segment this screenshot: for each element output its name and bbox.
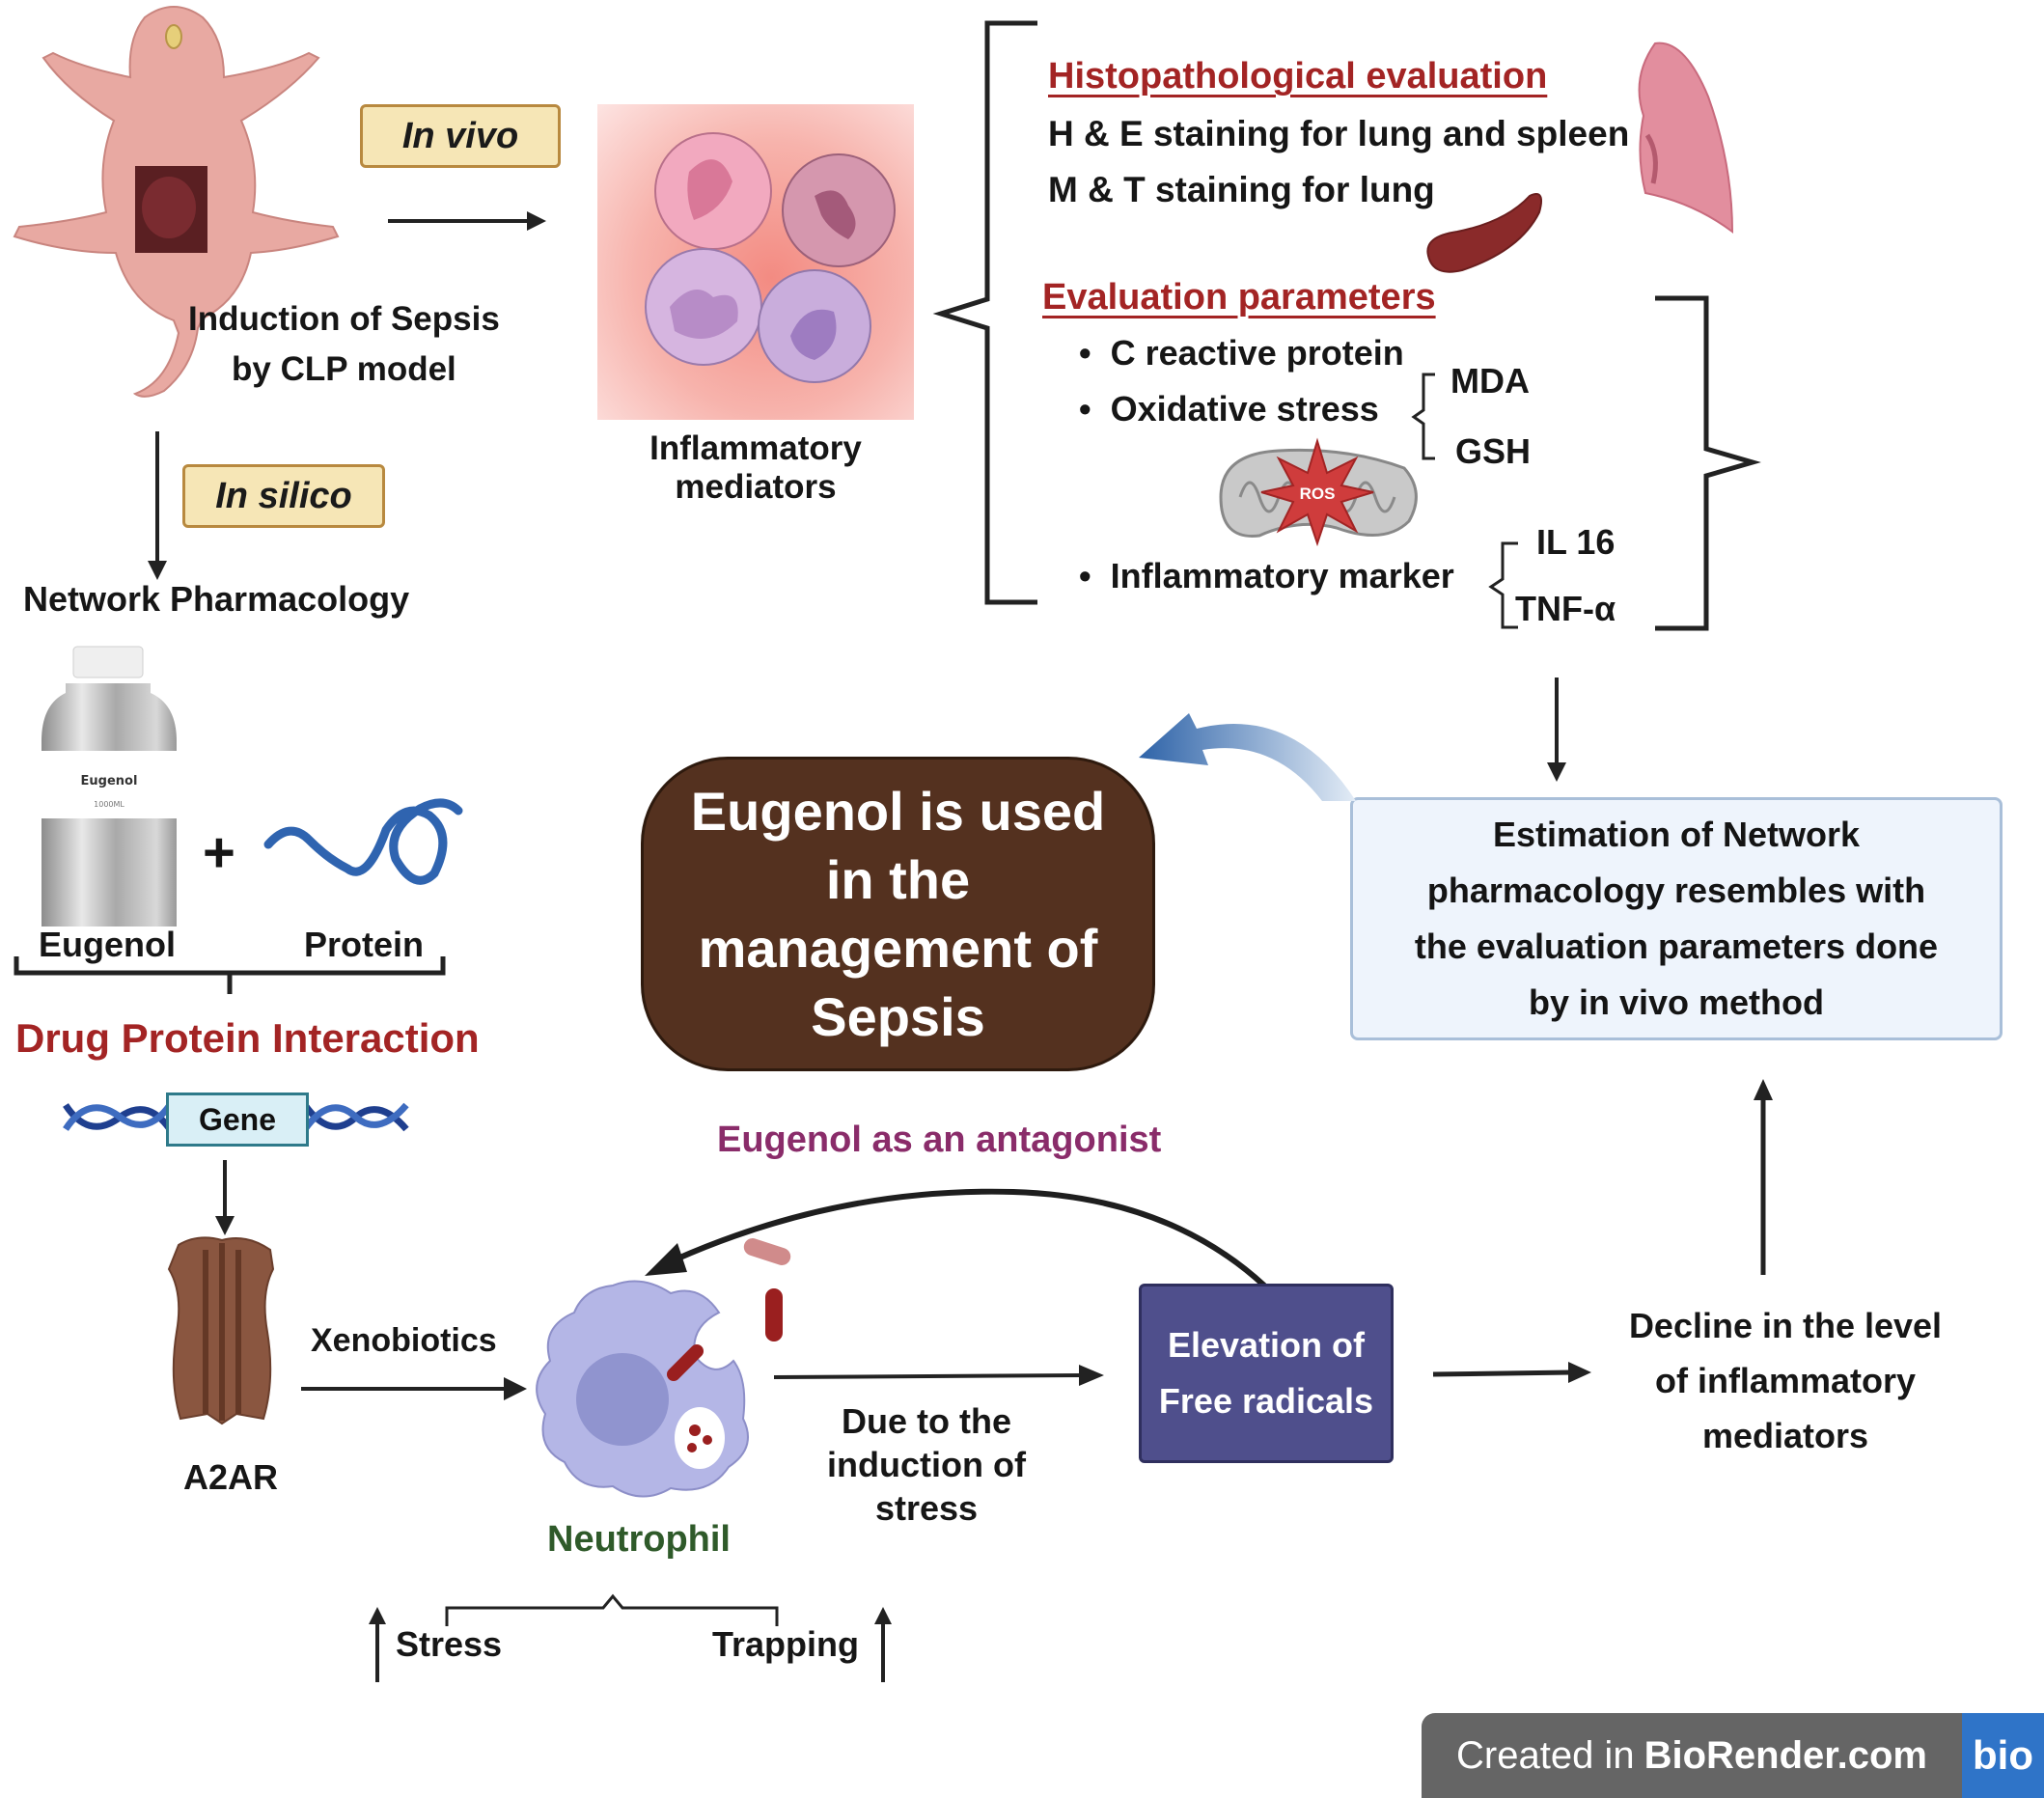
histo-line-he: H & E staining for lung and spleen — [1048, 114, 1630, 153]
stress-trapping-bracket — [445, 1593, 779, 1626]
param-c-reactive-protein: • C reactive protein — [1079, 333, 1404, 373]
in-silico-label: In silico — [182, 464, 385, 528]
gene-box: Gene — [166, 1093, 309, 1147]
trapping-label: Trapping — [712, 1624, 859, 1664]
arrow-to-network — [148, 431, 167, 580]
plus-sign: + — [203, 821, 235, 884]
svg-text:Eugenol: Eugenol — [81, 774, 138, 788]
antagonist-curved-arrow — [645, 1188, 1267, 1288]
eugenol-label: Eugenol — [39, 925, 176, 964]
histo-line-mt: M & T staining for lung — [1048, 170, 1435, 209]
sub-gsh: GSH — [1455, 431, 1532, 471]
xenobiotics-label: Xenobiotics — [311, 1322, 497, 1359]
arrow-to-elevation — [773, 1365, 1104, 1386]
biorender-logo-icon: bio — [1962, 1713, 2044, 1798]
bullet-icon: • — [1079, 389, 1111, 429]
arrow-to-mediators — [388, 211, 546, 231]
sub-tnf-alpha: TNF-α — [1515, 589, 1616, 628]
arrow-to-estimation — [1547, 678, 1566, 782]
stress-label: Stress — [396, 1624, 503, 1664]
network-pharmacology-label: Network Pharmacology — [23, 579, 410, 619]
bullet-icon: • — [1079, 556, 1111, 595]
stress-up-arrow — [369, 1607, 386, 1682]
sub-il16: IL 16 — [1536, 522, 1616, 562]
dna-helix-icon — [63, 1102, 409, 1132]
sub-mda: MDA — [1450, 361, 1530, 401]
a2ar-label: A2AR — [183, 1457, 279, 1497]
lung-icon — [1638, 41, 1734, 234]
curved-arrow-to-conclusion — [1139, 713, 1356, 801]
protein-strand-icon — [263, 798, 463, 885]
svg-text:1000ML: 1000ML — [94, 800, 124, 809]
inflammatory-mediators-image — [597, 104, 914, 420]
bacterium-icon — [666, 1343, 704, 1382]
arrow-to-decline — [1432, 1362, 1591, 1383]
decline-text: Decline in the level of inflammatory med… — [1628, 1306, 1943, 1455]
neutrophil-label: Neutrophil — [547, 1519, 731, 1560]
mitochondria-ros-icon: ROS — [1219, 437, 1418, 547]
eugenol-bottle-icon: Eugenol 1000ML — [41, 646, 177, 927]
evaluation-parameters-heading: Evaluation parameters — [1042, 277, 1436, 318]
drug-protein-interaction-title: Drug Protein Interaction — [15, 1015, 480, 1061]
bacteria-icon — [743, 1238, 791, 1342]
oxidative-sub-bracket — [1411, 373, 1435, 460]
drug-protein-bracket — [14, 956, 446, 994]
a2ar-receptor-icon — [167, 1236, 275, 1425]
inflammatory-sub-bracket — [1488, 541, 1518, 629]
arrow-xenobiotics — [301, 1377, 527, 1400]
param-inflammatory-marker: • Inflammatory marker — [1079, 556, 1454, 595]
histopathological-heading: Histopathological evaluation — [1048, 56, 1548, 97]
svg-text:ROS: ROS — [1300, 484, 1336, 503]
eugenol-conclusion-box: Eugenol is used in the management of Sep… — [641, 757, 1155, 1071]
estimation-box: Estimation of Network pharmacology resem… — [1350, 797, 2003, 1040]
evaluation-bracket-left — [932, 20, 1037, 605]
in-vivo-label: In vivo — [360, 104, 561, 168]
stress-induction-text: Due to the induction of stress — [827, 1401, 1026, 1528]
mouse-illustration — [13, 6, 340, 398]
antagonist-label: Eugenol as an antagonist — [717, 1120, 1162, 1160]
protein-label: Protein — [304, 925, 425, 964]
teeth-icon — [165, 24, 182, 49]
trapping-up-arrow — [874, 1607, 892, 1682]
elevation-free-radicals-box: Elevation of Free radicals — [1139, 1284, 1394, 1463]
arrow-decline-to-estimation — [1754, 1079, 1773, 1275]
mediators-caption: Inflammatory mediators — [649, 429, 862, 506]
neutrophil-icon — [536, 1280, 749, 1498]
evaluation-bracket-right — [1655, 295, 1761, 631]
bullet-icon: • — [1079, 333, 1111, 373]
spleen-icon — [1426, 193, 1542, 273]
model-caption: Induction of Sepsis by CLP model — [188, 300, 500, 388]
arrow-gene-to-receptor — [215, 1160, 235, 1235]
param-oxidative-stress: • Oxidative stress — [1079, 389, 1379, 429]
